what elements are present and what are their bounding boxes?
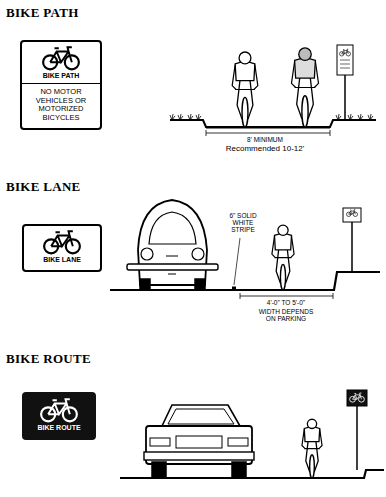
sign-title: BIKE PATH — [22, 71, 100, 83]
bike-sign: BIKE ROUTE — [22, 392, 96, 440]
section-heading: BIKE LANE — [6, 180, 81, 194]
dimension: 8' MINIMUM — [233, 136, 297, 143]
bicycle-symbol — [42, 229, 82, 255]
section-heading: BIKE PATH — [6, 6, 79, 20]
sign-rule: NO MOTOR VEHICLES OR MOTORIZED BICYCLES — [22, 83, 100, 126]
sign-title: BIKE LANE — [24, 255, 100, 267]
dimension: 4'-0" TO 5'-0" — [250, 299, 322, 306]
section-heading: BIKE ROUTE — [6, 352, 91, 366]
cyclist-figure — [291, 48, 318, 127]
sign-title: BIKE ROUTE — [24, 423, 94, 435]
bicycle-symbol — [41, 45, 81, 71]
bike-sign: BIKE LANE — [22, 224, 102, 272]
dimension-note: Recommended 10-12' — [218, 145, 312, 154]
bike-sign: BIKE PATHNO MOTOR VEHICLES OR MOTORIZED … — [20, 40, 102, 130]
stripe-callout: 6" SOLID WHITE STRIPE — [222, 212, 264, 233]
cyclist-figure — [302, 419, 322, 478]
cyclist-figure — [232, 52, 258, 127]
cyclist-figure — [272, 225, 294, 290]
dimension-note: WIDTH DEPENDS ON PARKING — [254, 308, 318, 322]
bicycle-symbol — [39, 397, 79, 423]
